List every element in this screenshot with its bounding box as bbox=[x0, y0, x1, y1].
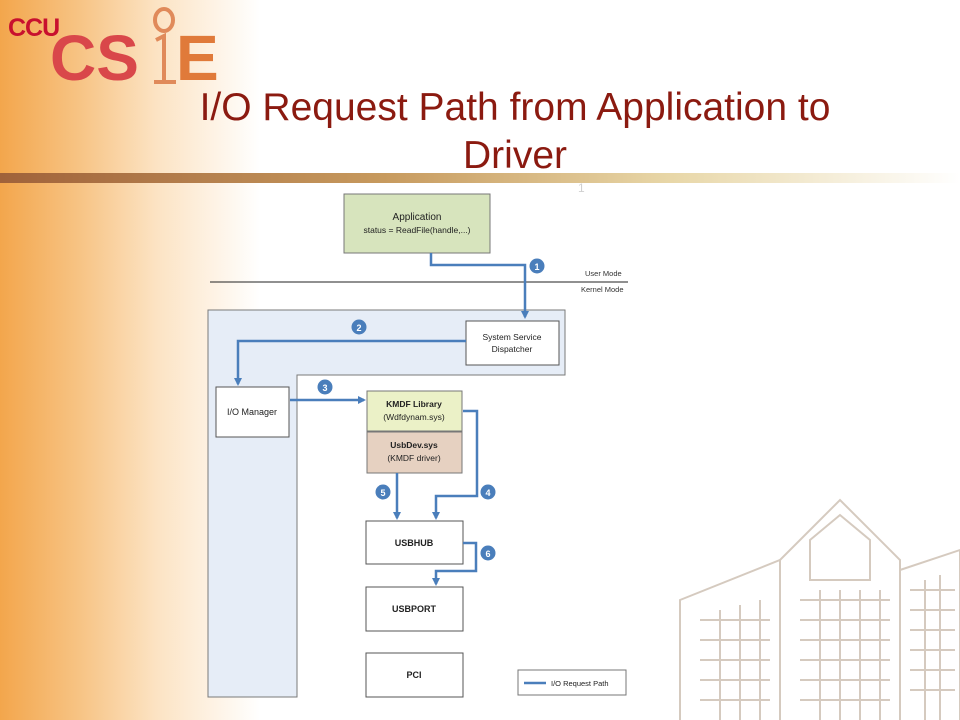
pci-label: PCI bbox=[406, 670, 421, 680]
step-badge-6: 6 bbox=[480, 545, 496, 561]
ccu-csie-logo: CCU CS E bbox=[6, 6, 226, 86]
application-box: Application status = ReadFile(handle,...… bbox=[343, 193, 491, 254]
usbport-box: USBPORT bbox=[365, 586, 464, 632]
path-step-4 bbox=[432, 409, 479, 520]
svg-text:1: 1 bbox=[534, 262, 539, 272]
legend-box: I/O Request Path bbox=[517, 669, 627, 696]
title-divider bbox=[0, 173, 960, 183]
path-step-2 bbox=[234, 339, 466, 386]
logo-cs-ie-mark: CS E bbox=[50, 7, 219, 86]
usbdev-box: UsbDev.sys (KMDF driver) bbox=[366, 431, 463, 474]
svg-text:3: 3 bbox=[322, 383, 327, 393]
path-step-6 bbox=[432, 541, 478, 586]
usbdev-line1: UsbDev.sys bbox=[390, 440, 438, 450]
usbdev-line2: (KMDF driver) bbox=[387, 453, 441, 463]
svg-text:5: 5 bbox=[380, 488, 385, 498]
usbhub-box: USBHUB bbox=[365, 520, 464, 565]
building-watermark bbox=[679, 498, 960, 720]
legend-label: I/O Request Path bbox=[551, 679, 609, 688]
application-code: status = ReadFile(handle,...) bbox=[363, 225, 470, 235]
step-badge-2: 2 bbox=[351, 319, 367, 335]
dispatcher-line2: Dispatcher bbox=[492, 344, 533, 354]
usbhub-label: USBHUB bbox=[395, 538, 434, 548]
dispatcher-line1: System Service bbox=[482, 332, 541, 342]
page-number: 1 bbox=[578, 181, 585, 195]
usbport-label: USBPORT bbox=[392, 604, 437, 614]
io-manager-label: I/O Manager bbox=[227, 407, 277, 417]
io-manager-box: I/O Manager bbox=[215, 386, 290, 438]
step-badge-1: 1 bbox=[529, 258, 545, 274]
user-mode-label: User Mode bbox=[585, 269, 622, 278]
logo-e-text: E bbox=[176, 22, 219, 86]
application-title: Application bbox=[393, 212, 442, 223]
step-badge-3: 3 bbox=[317, 379, 333, 395]
logo-cs-text: CS bbox=[50, 22, 139, 86]
step-badge-5: 5 bbox=[375, 484, 391, 500]
slide-title: I/O Request Path from Application to Dri… bbox=[199, 86, 831, 177]
svg-text:6: 6 bbox=[485, 549, 490, 559]
kernel-region bbox=[207, 309, 566, 698]
path-step-1 bbox=[429, 253, 529, 319]
kernel-mode-label: Kernel Mode bbox=[581, 285, 624, 294]
svg-text:4: 4 bbox=[485, 488, 490, 498]
kmdf-library-line2: (Wdfdynam.sys) bbox=[383, 412, 445, 422]
logo-ccu-text: CCU bbox=[8, 14, 60, 42]
kmdf-library-line1: KMDF Library bbox=[386, 399, 442, 409]
svg-text:2: 2 bbox=[356, 323, 361, 333]
step-badge-4: 4 bbox=[480, 484, 496, 500]
kmdf-library-box: KMDF Library (Wdfdynam.sys) bbox=[366, 390, 463, 432]
pci-box: PCI bbox=[365, 652, 464, 698]
dispatcher-box: System Service Dispatcher bbox=[465, 320, 560, 366]
